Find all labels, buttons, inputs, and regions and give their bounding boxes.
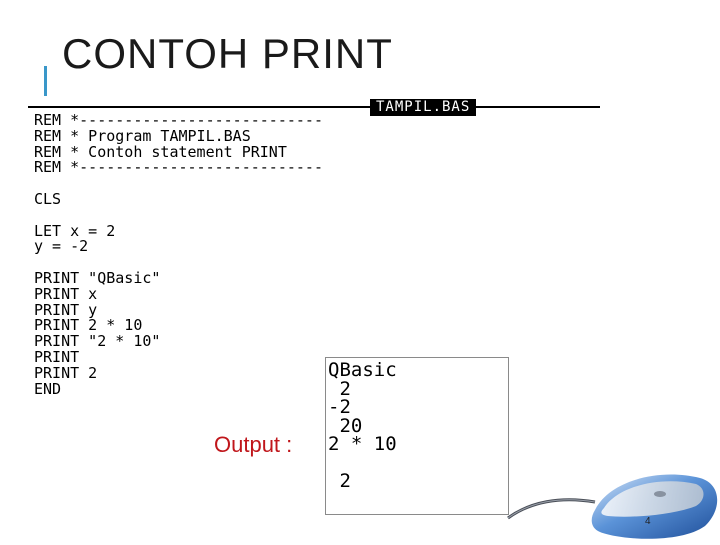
output-label: Output :: [214, 432, 293, 457]
code-line: PRINT "QBasic": [34, 268, 161, 287]
output-line: -2: [328, 396, 351, 418]
code-line: LET x = 2: [34, 221, 116, 240]
output-line: 2: [328, 377, 351, 400]
code-line: PRINT x: [34, 284, 98, 303]
code-line: REM *---------------------------: [34, 111, 323, 129]
code-line: REM *---------------------------: [34, 158, 323, 177]
code-editor: TAMPIL.BAS REM *------------------------…: [28, 96, 608, 398]
code-line: [34, 176, 323, 192]
output-line: 2: [328, 470, 351, 492]
code-line: CLS: [34, 189, 62, 208]
code-line: PRINT y: [34, 300, 98, 319]
accent-bar: [44, 66, 47, 98]
slide-title: CONTOH PRINT: [62, 30, 393, 77]
code-line: REM * Program TAMPIL.BAS: [34, 126, 251, 145]
code-line: END: [34, 379, 62, 398]
editor-title-line: [28, 106, 600, 108]
output-line: 2 * 10: [328, 433, 397, 455]
code-line: PRINT "2 * 10": [34, 332, 161, 351]
code-line: PRINT 2 * 10: [34, 316, 143, 335]
code-line: y = -2: [34, 237, 89, 256]
code-line: PRINT 2: [34, 363, 98, 382]
output-line: 20: [328, 414, 363, 437]
code-line: REM * Contoh statement PRINT: [34, 142, 287, 161]
output-line: QBasic: [328, 359, 397, 381]
page-number: 4: [645, 516, 651, 527]
code-line: PRINT: [34, 347, 80, 366]
computer-mouse-icon: [500, 440, 720, 540]
editor-filename: TAMPIL.BAS: [370, 99, 477, 116]
code-listing: REM *---------------------------REM * Pr…: [34, 111, 323, 398]
